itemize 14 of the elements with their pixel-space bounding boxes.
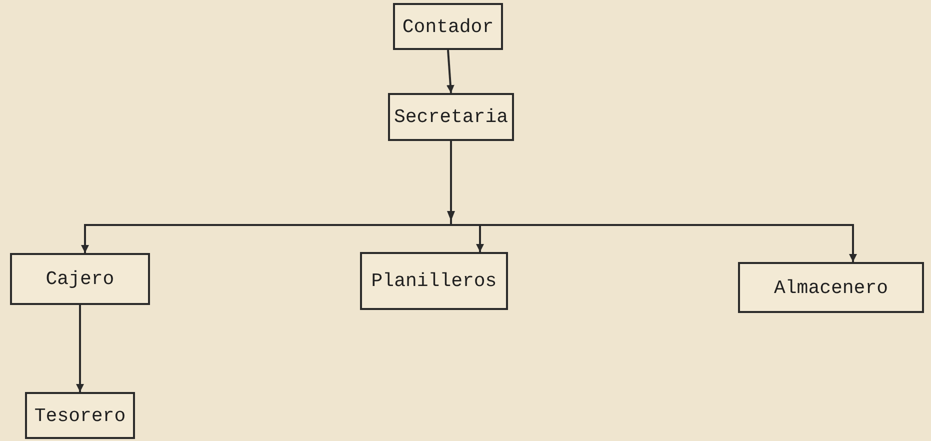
org-box bbox=[738, 262, 924, 313]
box-label: Almacenero bbox=[774, 276, 888, 298]
box-label: Tesorero bbox=[34, 404, 126, 426]
org-box bbox=[10, 253, 150, 305]
connector-arrow bbox=[446, 50, 454, 94]
org-box bbox=[393, 3, 503, 50]
box-label: Cajero bbox=[46, 268, 114, 290]
box-label: Contador bbox=[402, 16, 494, 38]
org-box bbox=[360, 252, 508, 310]
connector-arrow bbox=[76, 305, 84, 392]
org-box bbox=[25, 392, 135, 439]
box-label: Planilleros bbox=[371, 270, 497, 292]
box-label: Secretaria bbox=[394, 106, 508, 128]
org-box bbox=[388, 93, 514, 141]
